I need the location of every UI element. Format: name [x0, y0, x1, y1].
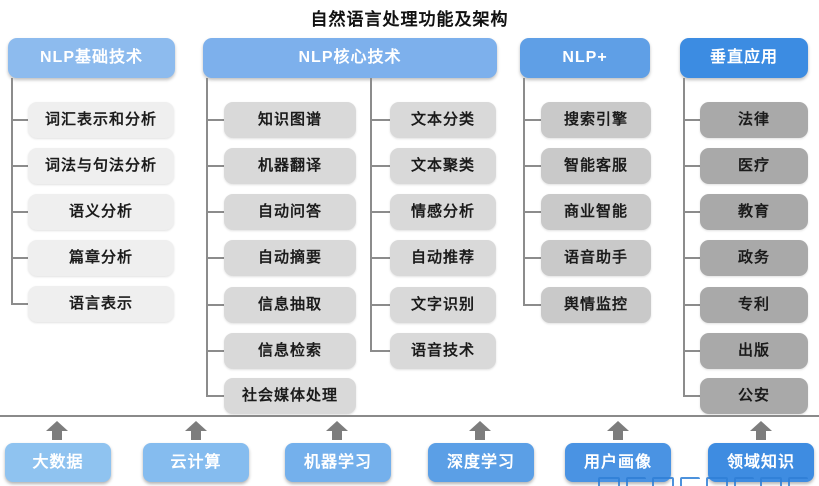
connector-tick — [683, 304, 700, 306]
up-arrow-icon — [756, 431, 766, 440]
header-nlp-plus: NLP+ — [520, 38, 650, 78]
node-medical: 医疗 — [700, 148, 808, 184]
connector-tick — [683, 257, 700, 259]
connector-tick — [11, 257, 28, 259]
connector-tick — [11, 165, 28, 167]
up-arrow-icon — [185, 421, 207, 431]
connector-tick — [370, 211, 390, 213]
connector-tick — [683, 119, 700, 121]
up-arrow-icon — [750, 421, 772, 431]
connector-tick — [206, 165, 224, 167]
watermark — [598, 477, 816, 486]
node-voice-assistant: 语音助手 — [541, 240, 651, 276]
node-intelligent-customer-service: 智能客服 — [541, 148, 651, 184]
connector-tick — [206, 211, 224, 213]
connector-tick — [370, 257, 390, 259]
node-sentiment-analysis: 情感分析 — [390, 194, 496, 230]
node-semantic-analysis: 语义分析 — [28, 194, 174, 230]
watermark-fragment — [760, 477, 782, 486]
foundation-box-big-data: 大数据 — [5, 443, 111, 482]
connector-tick — [370, 304, 390, 306]
node-discourse-analysis: 篇章分析 — [28, 240, 174, 276]
connector-line — [523, 78, 525, 306]
node-speech-technology: 语音技术 — [390, 333, 496, 369]
watermark-fragment — [626, 477, 646, 486]
up-arrow-icon — [607, 421, 629, 431]
header-nlp-basic: NLP基础技术 — [8, 38, 175, 78]
node-machine-translation: 机器翻译 — [224, 148, 356, 184]
up-arrow-icon — [52, 431, 62, 440]
node-opinion-monitoring: 舆情监控 — [541, 287, 651, 323]
node-information-extraction: 信息抽取 — [224, 287, 356, 323]
node-text-classification: 文本分类 — [390, 102, 496, 138]
up-arrow-icon — [469, 421, 491, 431]
node-patent: 专利 — [700, 287, 808, 323]
watermark-fragment — [598, 477, 620, 486]
foundation-box-cloud-computing: 云计算 — [143, 443, 249, 482]
header-nlp-core: NLP核心技术 — [203, 38, 497, 78]
connector-tick — [11, 211, 28, 213]
node-knowledge-graph: 知识图谱 — [224, 102, 356, 138]
watermark-fragment — [680, 477, 700, 486]
node-language-representation: 语言表示 — [28, 286, 174, 322]
node-business-intelligence: 商业智能 — [541, 194, 651, 230]
connector-tick — [683, 350, 700, 352]
connector-tick — [206, 350, 224, 352]
foundation-box-domain-knowledge: 领域知识 — [708, 443, 814, 482]
connector-tick — [370, 119, 390, 121]
connector-tick — [523, 304, 541, 306]
up-arrow-icon — [191, 431, 201, 440]
connector-tick — [370, 350, 390, 352]
connector-tick — [11, 119, 28, 121]
node-ocr: 文字识别 — [390, 287, 496, 323]
node-government: 政务 — [700, 240, 808, 276]
node-public-security: 公安 — [700, 378, 808, 414]
connector-tick — [11, 303, 28, 305]
connector-tick — [206, 395, 224, 397]
node-auto-summarization: 自动摘要 — [224, 240, 356, 276]
node-social-media-processing: 社会媒体处理 — [224, 378, 356, 414]
connector-tick — [523, 211, 541, 213]
connector-tick — [523, 257, 541, 259]
node-lexical-representation: 词汇表示和分析 — [28, 102, 174, 138]
diagram-title: 自然语言处理功能及架构 — [310, 10, 509, 29]
connector-line — [206, 78, 208, 397]
up-arrow-icon — [46, 421, 68, 431]
connector-tick — [523, 165, 541, 167]
node-auto-recommendation: 自动推荐 — [390, 240, 496, 276]
connector-tick — [523, 119, 541, 121]
connector-tick — [206, 119, 224, 121]
up-arrow-icon — [475, 431, 485, 440]
foundation-box-machine-learning: 机器学习 — [285, 443, 391, 482]
node-text-clustering: 文本聚类 — [390, 148, 496, 184]
node-auto-qa: 自动问答 — [224, 194, 356, 230]
node-morph-syntax-analysis: 词法与句法分析 — [28, 148, 174, 184]
node-information-retrieval: 信息检索 — [224, 333, 356, 369]
connector-line — [683, 78, 685, 397]
connector-tick — [206, 304, 224, 306]
header-vertical-apps: 垂直应用 — [680, 38, 808, 78]
node-publishing: 出版 — [700, 333, 808, 369]
connector-tick — [370, 165, 390, 167]
node-education: 教育 — [700, 194, 808, 230]
connector-tick — [206, 257, 224, 259]
foundation-box-user-profile: 用户画像 — [565, 443, 671, 482]
node-search-engine: 搜索引擎 — [541, 102, 651, 138]
up-arrow-icon — [613, 431, 623, 440]
watermark-fragment — [788, 477, 808, 486]
up-arrow-icon — [332, 431, 342, 440]
watermark-fragment — [734, 477, 754, 486]
foundation-box-deep-learning: 深度学习 — [428, 443, 534, 482]
connector-line — [370, 78, 372, 352]
up-arrow-icon — [326, 421, 348, 431]
node-legal: 法律 — [700, 102, 808, 138]
watermark-fragment — [706, 477, 728, 486]
watermark-fragment — [652, 477, 674, 486]
connector-line — [11, 78, 13, 305]
connector-tick — [683, 395, 700, 397]
connector-tick — [683, 165, 700, 167]
connector-tick — [683, 211, 700, 213]
separator-line — [0, 415, 819, 417]
